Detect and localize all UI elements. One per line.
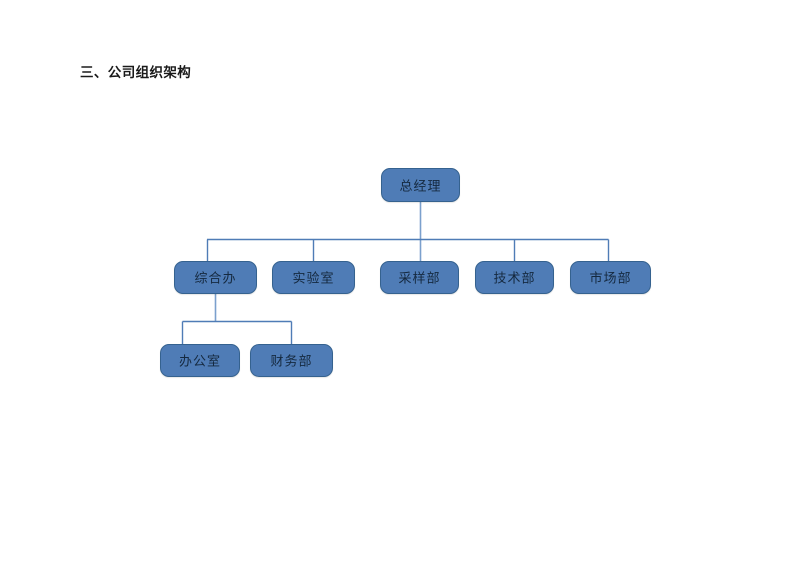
org-node-laboratory[interactable]: 实验室 — [272, 261, 355, 294]
org-node-label: 采样部 — [398, 271, 441, 287]
org-node-technology-dept[interactable]: 技术部 — [475, 261, 554, 294]
org-node-marketing-dept[interactable]: 市场部 — [570, 261, 651, 294]
org-node-label: 实验室 — [292, 271, 335, 287]
org-node-sampling-dept[interactable]: 采样部 — [380, 261, 459, 294]
org-node-finance-dept[interactable]: 财务部 — [250, 344, 333, 377]
org-node-general-affairs[interactable]: 综合办 — [174, 261, 257, 294]
org-node-office[interactable]: 办公室 — [160, 344, 240, 377]
org-node-label: 市场部 — [589, 271, 632, 287]
org-node-label: 技术部 — [493, 271, 536, 287]
org-node-label: 办公室 — [178, 354, 221, 370]
org-node-label: 总经理 — [399, 179, 442, 194]
page-title: 三、公司组织架构 — [80, 65, 192, 81]
org-node-label: 综合办 — [194, 271, 237, 287]
org-node-label: 财务部 — [270, 354, 313, 370]
org-node-general-manager[interactable]: 总经理 — [381, 168, 460, 202]
